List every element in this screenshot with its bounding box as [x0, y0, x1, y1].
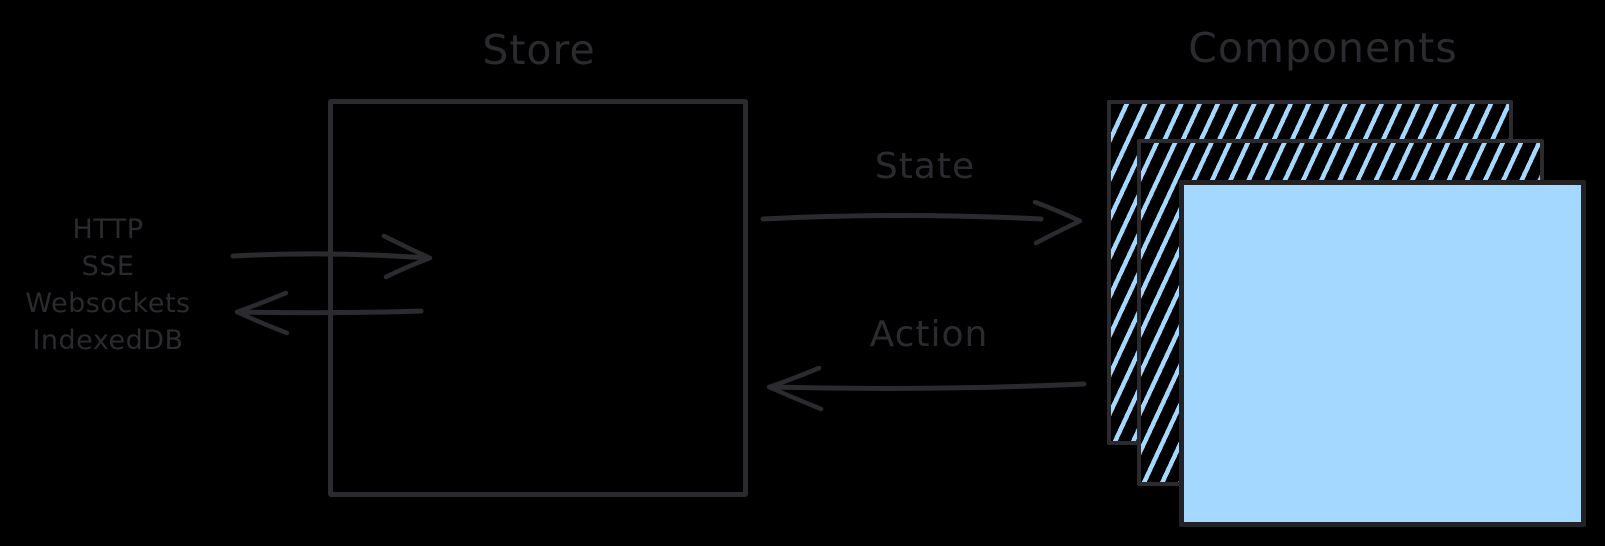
- inbound-arrow-icon: [230, 233, 433, 280]
- store-box: [328, 99, 748, 497]
- component-card-front: [1179, 180, 1586, 527]
- action-label: Action: [869, 314, 989, 355]
- state-arrow-icon: [760, 199, 1083, 246]
- action-arrow-icon: [766, 365, 1087, 412]
- store-title: Store: [482, 26, 596, 74]
- data-source-label-websockets: Websockets: [25, 288, 191, 319]
- state-label: State: [874, 146, 976, 187]
- data-source-label-indexeddb: IndexedDB: [32, 325, 184, 356]
- data-source-label-sse: SSE: [81, 251, 135, 282]
- components-title: Components: [1188, 24, 1458, 72]
- data-source-label-http: HTTP: [72, 214, 144, 245]
- data-sources-list: HTTP SSE Websockets IndexedDB: [8, 211, 208, 359]
- outbound-arrow-icon: [234, 290, 424, 336]
